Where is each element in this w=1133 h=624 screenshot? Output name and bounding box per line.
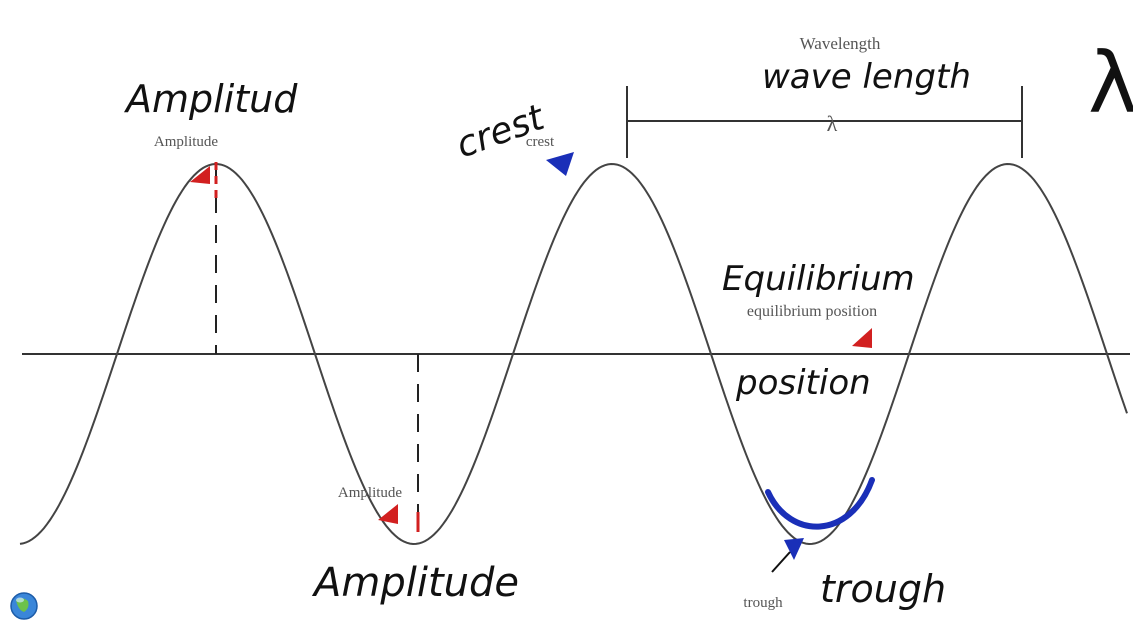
hand-equilibrium-line1: Equilibrium bbox=[722, 259, 915, 299]
printed-amplitude-bottom: Amplitude bbox=[338, 485, 403, 501]
amplitude-bottom-marker bbox=[378, 504, 398, 524]
hand-amplitude-bottom: Amplitude bbox=[311, 560, 519, 606]
trough-pointer bbox=[771, 551, 791, 573]
equilibrium-marker bbox=[852, 328, 872, 348]
printed-wavelength: Wavelength bbox=[800, 34, 881, 53]
printed-trough: trough bbox=[743, 595, 783, 611]
trough-highlight bbox=[765, 477, 875, 530]
crest-marker bbox=[546, 152, 574, 176]
hand-amplitude-top: Amplitud bbox=[123, 77, 298, 121]
hand-trough: trough bbox=[820, 567, 946, 611]
globe-icon[interactable] bbox=[10, 592, 38, 620]
amplitude-top-marker bbox=[190, 166, 210, 184]
printed-lambda: λ bbox=[827, 111, 838, 136]
wave-curve bbox=[19, 162, 1128, 546]
printed-crest: crest bbox=[526, 134, 555, 150]
hand-crest: crest bbox=[451, 97, 551, 167]
printed-amplitude-top: Amplitude bbox=[154, 134, 219, 150]
hand-wavelength: wave length bbox=[762, 57, 971, 97]
hand-equilibrium-line2: position bbox=[735, 363, 871, 403]
hand-lambda: λ bbox=[1088, 34, 1133, 132]
printed-equilibrium: equilibrium position bbox=[747, 303, 877, 320]
wavelength-bracket bbox=[626, 86, 1023, 158]
trough-marker bbox=[784, 538, 804, 560]
